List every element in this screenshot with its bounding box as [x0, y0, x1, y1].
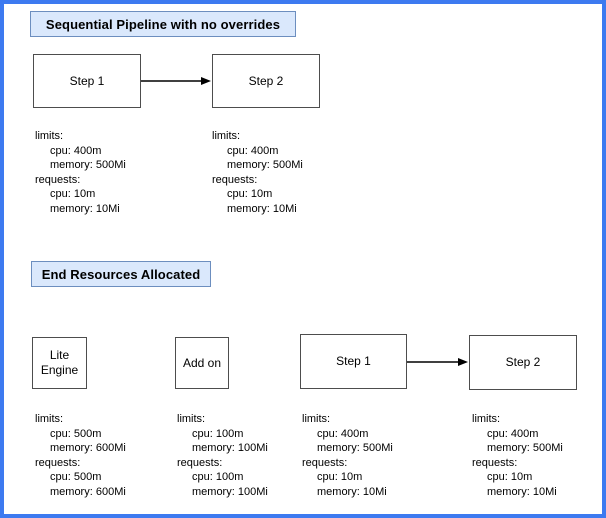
resource-line: requests:	[212, 173, 258, 186]
arrow-step1-to-step2-section2	[407, 358, 468, 366]
section2-add-on-label: Add on	[182, 355, 222, 370]
section2-step1-label: Step 1	[336, 354, 371, 368]
resource-line: limits:	[212, 130, 241, 142]
resource-line: cpu: 500m	[50, 427, 102, 440]
resource-line: memory: 500Mi	[50, 159, 126, 171]
resource-line: cpu: 10m	[50, 188, 96, 200]
section1-title: Sequential Pipeline with no overrides	[30, 11, 296, 37]
resource-line: requests:	[35, 173, 81, 186]
resource-line: memory: 10Mi	[487, 485, 557, 498]
resource-line: memory: 600Mi	[50, 442, 126, 454]
section1-step1-label: Step 1	[69, 73, 105, 88]
section2-title: End Resources Allocated	[31, 261, 211, 287]
resource-line: limits:	[35, 413, 64, 425]
resource-line: memory: 10Mi	[227, 202, 297, 215]
resource-line: memory: 500Mi	[317, 442, 393, 454]
resource-line: cpu: 100m	[192, 427, 244, 440]
resource-line: memory: 500Mi	[487, 442, 563, 454]
section1-step2-label: Step 2	[248, 73, 284, 88]
resource-line: limits:	[35, 130, 64, 142]
section1-step1-node: Step 1	[33, 54, 141, 108]
section2-step2-node: Step 2	[469, 335, 577, 390]
section2-lite-engine-node: Lite Engine	[32, 337, 87, 389]
resource-line: memory: 10Mi	[50, 202, 120, 215]
resource-line: cpu: 10m	[227, 188, 273, 200]
resource-line: cpu: 100m	[192, 471, 244, 483]
resource-line: cpu: 10m	[487, 471, 533, 483]
resource-line: memory: 500Mi	[227, 159, 303, 171]
section1-step1-resources: limits: cpu: 400m memory: 500Mi requests…	[35, 129, 126, 216]
resource-line: cpu: 10m	[317, 471, 363, 483]
section2-add-on-resources: limits: cpu: 100m memory: 100Mi requests…	[177, 412, 268, 499]
section2-add-on-node: Add on	[175, 337, 229, 389]
resource-line: limits:	[177, 413, 206, 425]
resource-line: memory: 100Mi	[192, 485, 268, 498]
resource-line: memory: 100Mi	[192, 442, 268, 454]
section1-step2-resources: limits: cpu: 400m memory: 500Mi requests…	[212, 129, 303, 216]
section2-lite-engine-label: Lite Engine	[40, 348, 79, 377]
resource-line: memory: 10Mi	[317, 485, 387, 498]
section2-step1-node: Step 1	[300, 334, 407, 389]
arrow-step1-to-step2-section1	[141, 77, 211, 85]
section2-lite-engine-resources: limits: cpu: 500m memory: 600Mi requests…	[35, 412, 126, 499]
section2-step1-resources: limits: cpu: 400m memory: 500Mi requests…	[302, 412, 393, 499]
resource-line: cpu: 400m	[227, 144, 279, 157]
resource-line: requests:	[472, 456, 518, 469]
section2-step2-resources: limits: cpu: 400m memory: 500Mi requests…	[472, 412, 563, 499]
section1-step2-node: Step 2	[212, 54, 320, 108]
resource-line: cpu: 400m	[317, 427, 369, 440]
resource-line: cpu: 400m	[487, 427, 539, 440]
resource-line: cpu: 400m	[50, 144, 102, 157]
resource-line: memory: 600Mi	[50, 485, 126, 498]
resource-line: requests:	[177, 456, 223, 469]
resource-line: requests:	[302, 456, 348, 469]
resource-line: limits:	[302, 413, 331, 425]
section2-step2-label: Step 2	[505, 355, 541, 369]
resource-line: limits:	[472, 413, 501, 425]
resource-line: cpu: 500m	[50, 471, 102, 483]
resource-line: requests:	[35, 456, 81, 469]
